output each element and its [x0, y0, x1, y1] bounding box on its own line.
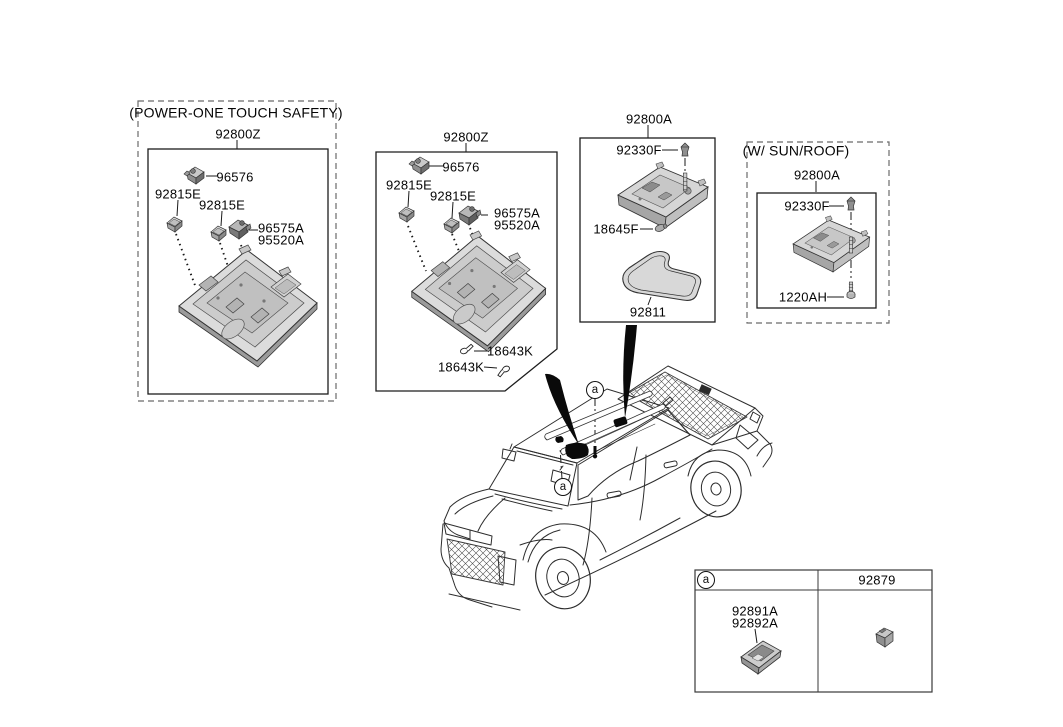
- bulb-icon-18643k-1: [458, 343, 475, 355]
- room-lamp-location-mark: [613, 416, 628, 428]
- map-lamp-part-drawing: [740, 640, 782, 675]
- power-one-touch-dashed-box: [137, 100, 337, 402]
- group-boxes: [137, 100, 933, 693]
- part-label-96576-2: 96576: [442, 159, 480, 175]
- sunroof-lamp-drawing: [792, 215, 871, 273]
- overhead-console-drawing-1: [178, 244, 318, 368]
- part-label-96575a-1: 96575A: [257, 220, 305, 236]
- part-label-92891a: 92891A: [731, 603, 779, 619]
- sunroof-dashed-box: [746, 141, 890, 324]
- screw-icon-1220ah: [846, 281, 856, 299]
- part-label-1220ah: 1220AH: [778, 289, 828, 305]
- ref-table-parts: [740, 627, 894, 675]
- callout-a-roof: a: [586, 381, 604, 399]
- group-caption-power-one-touch: (POWER-ONE TOUCH SAFETY): [129, 104, 343, 121]
- vehicle-illustration: [440, 365, 773, 611]
- part-label-92815e-1b: 92815E: [198, 197, 246, 213]
- clip-location-mark: [555, 436, 564, 443]
- overhead-console-location-mark: [565, 442, 589, 459]
- part-label-92330f-2: 92330F: [784, 198, 830, 214]
- sunroof-lamp-illustration: [792, 196, 871, 299]
- sunroof-part-box: [756, 192, 877, 309]
- part-label-18643k-1: 18643K: [486, 343, 534, 359]
- arrow-console-to-vehicle: [545, 373, 579, 445]
- part-label-92330f-1: 92330F: [616, 142, 662, 158]
- assembly-label-92800z-1: 92800Z: [215, 126, 261, 142]
- part-label-92815e-1a: 92815E: [154, 186, 202, 202]
- overhead-console-drawing-2: [411, 230, 547, 353]
- assembly-label-92800z-2: 92800Z: [443, 129, 489, 145]
- part-label-96576-1: 96576: [216, 169, 254, 185]
- connector-92879-drawing: [875, 627, 894, 648]
- ref-table-grid: [694, 569, 933, 693]
- ref-table-header-92879: 92879: [858, 572, 896, 588]
- clip-icon-92330f: [680, 142, 690, 157]
- part-label-92815e-2a: 92815E: [385, 177, 433, 193]
- part-label-18645f: 18645F: [593, 221, 639, 237]
- assembly-label-92800a-1: 92800A: [625, 111, 673, 127]
- part-label-18643k-2: 18643K: [437, 359, 485, 375]
- roof-component-marks: [555, 416, 628, 459]
- part-label-92811: 92811: [629, 304, 667, 320]
- group-caption-sunroof: (W/ SUN/ROOF): [742, 142, 850, 159]
- part-label-92892a: 92892A: [731, 615, 779, 631]
- screw-92330f-sunroof: [848, 236, 854, 254]
- bulb-icon-18643k-2: [495, 364, 512, 378]
- part-label-92815e-2b: 92815E: [429, 188, 477, 204]
- assembly-label-92800a-2: 92800A: [793, 167, 841, 183]
- callout-a-windshield: a: [554, 478, 572, 496]
- room-lamp-illustration: [617, 142, 709, 301]
- screw-92330f: [682, 172, 688, 192]
- overhead-console-part-box: [375, 151, 558, 392]
- ref-table-callout-a: a: [697, 571, 715, 589]
- part-label-95520a-2: 95520A: [493, 217, 541, 233]
- bulb-icon-18645f: [654, 223, 668, 232]
- part-label-96575a-2: 96575A: [493, 205, 541, 221]
- locator-arrows: [545, 325, 637, 445]
- room-lamp-drawing: [617, 161, 709, 229]
- lens-92811-drawing: [622, 250, 702, 301]
- power-one-touch-part-box: [147, 148, 329, 395]
- part-label-95520a-1: 95520A: [257, 232, 305, 248]
- clip-icon-92330f-sunroof: [846, 196, 856, 211]
- bolt-location-mark: [592, 446, 598, 459]
- arrow-room-lamp-to-vehicle: [623, 325, 637, 418]
